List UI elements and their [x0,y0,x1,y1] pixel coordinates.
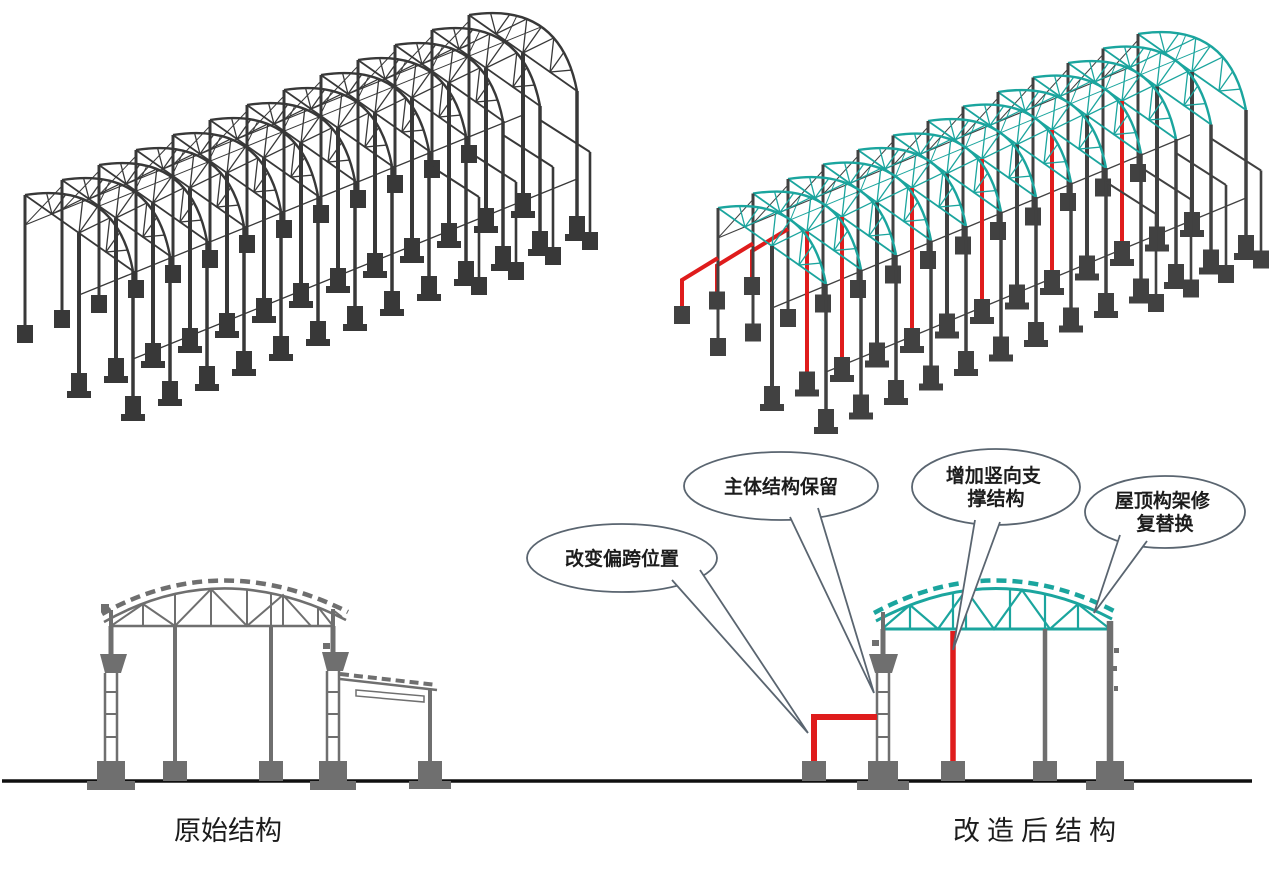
callout-main-structure-retained: 主体结构保留 [683,451,879,694]
callout-add-vertical-support: 增加竖向支 撑结构 [911,448,1081,651]
repaired-top-chord-arch [875,587,1113,623]
callout-label: 改变偏跨位置 [565,547,679,570]
elevation-original [87,578,451,790]
truss-web-verticals [142,589,319,626]
callout-label: 增加竖向支 撑结构 [946,464,1046,510]
elevation-renovated [802,578,1134,790]
lattice-column-left [87,604,135,790]
callout-bubble [911,448,1081,526]
callout-leader [789,507,875,694]
truss-web-diagonal-end [317,606,334,627]
lattice-column-right [310,609,356,790]
callout-bubble [1084,475,1246,549]
callout-bubble [683,451,879,521]
callouts: 改变偏跨位置 主体结构保留 增加竖向支 撑结构 屋顶构架修 [526,448,1246,734]
roof-purlins [100,578,350,616]
callout-bubble [526,523,718,593]
truss-top-chord-arch [103,587,347,624]
iso-renovated-structure-3d [674,30,1269,434]
retained-plain-column [1033,629,1057,781]
repaired-roof-purlins [872,578,1116,615]
offset-side-span [339,672,451,789]
callout-label: 主体结构保留 [724,475,838,498]
side-span-beam [339,677,438,692]
callout-leader [952,519,1001,651]
callout-leader [1093,534,1148,614]
original-roof-truss [100,578,350,628]
retained-lattice-column [857,612,909,790]
retained-column-right [1086,621,1134,790]
interior-column-1 [163,626,187,781]
callout-roof-frame-repair-replace: 屋顶构架修 复替换 [1084,475,1246,614]
callout-change-offset-span-position: 改变偏跨位置 [526,523,809,734]
renovated-roof-truss [872,578,1116,631]
side-span-purlins [339,672,438,687]
side-span-girder [355,689,425,703]
interior-column-2 [259,626,283,781]
caption-renovated-structure: 改造后结构 [953,816,1123,846]
new-vertical-support-column [941,631,965,781]
repaired-web-diagonals [881,588,1111,631]
caption-original-structure: 原始结构 [174,816,282,846]
new-offset-span-members [802,714,877,781]
callout-leader [671,569,809,734]
callout-label: 屋顶构架修 复替换 [1115,489,1215,535]
iso-original-structure-3d [17,11,598,421]
